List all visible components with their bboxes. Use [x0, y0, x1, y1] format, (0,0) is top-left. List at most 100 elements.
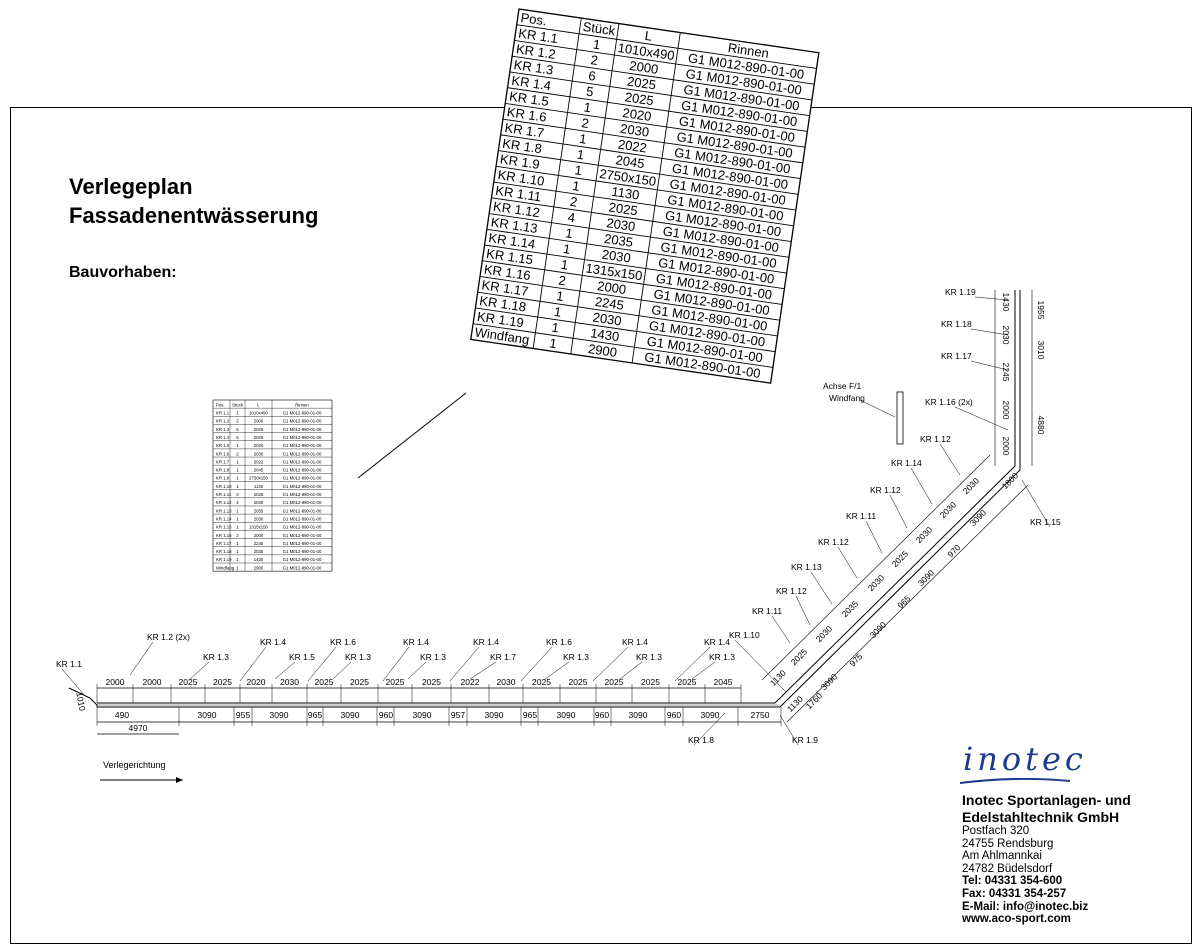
small-table-cell: G1 M012-890-01-00: [283, 533, 322, 538]
small-table-cell: G1 M012-890-01-00: [283, 476, 322, 481]
small-table-cell: 1: [236, 411, 239, 416]
small-table-cell: 2: [236, 492, 239, 497]
large-table-row-line: [473, 323, 773, 368]
large-table-cell: KR 1.16: [483, 262, 532, 284]
small-table-cell: 2045: [254, 468, 264, 473]
diagonal-label: KR 1.11: [846, 511, 876, 521]
label-leader: [974, 296, 1009, 301]
label-leader: [619, 661, 643, 680]
diagonal-bottom-dimension: 3090: [868, 619, 889, 640]
small-table-cell: KR 1.2: [216, 419, 230, 424]
large-table-cell: 2025: [608, 199, 639, 218]
title-line-2: Fassadenentwässerung: [69, 203, 319, 228]
small-table-cell: G1 M012-890-01-00: [283, 451, 322, 456]
top-dimension: 2030: [497, 677, 516, 687]
segment-label: KR 1.4: [260, 637, 286, 647]
label-leader: [1021, 479, 1051, 528]
small-table-cell: G1 M012-890-01-00: [283, 492, 322, 497]
label-leader: [332, 661, 352, 680]
small-table-border: [212, 399, 333, 572]
address-line-2: 24755 Rendsburg: [962, 837, 1054, 850]
small-table-cell: KR 1.14: [216, 516, 232, 521]
segment-label: KR 1.3: [636, 652, 662, 662]
small-table-cell: 5: [236, 435, 239, 440]
diagonal-bottom-dimension: 970: [945, 542, 962, 559]
segment-label: KR 1.3: [345, 652, 371, 662]
small-table-cell: KR 1.8: [216, 468, 230, 473]
small-table-cell: 6: [236, 427, 239, 432]
diagonal-bottom-dimension: 1130: [785, 694, 805, 714]
small-table-cell: KR 1.6: [216, 451, 230, 456]
label-leader: [61, 668, 86, 697]
large-table-cell: 1430: [589, 325, 620, 344]
label-leader: [865, 520, 883, 554]
small-table-cell: KR 1.17: [216, 541, 232, 546]
segment-label: KR 1.4: [473, 637, 499, 647]
segment-label: KR 1.7: [490, 652, 516, 662]
small-table-cell: KR 1.3: [216, 427, 230, 432]
diagonal-bottom-dimension: 965: [895, 593, 912, 610]
bottom-dimension: 960: [595, 710, 609, 720]
diagonal-bottom-dimension: 1760: [804, 690, 825, 711]
large-table-row-line: [479, 276, 780, 321]
title-line-1: Verlegeplan: [69, 174, 193, 199]
large-table-cell: 1: [565, 225, 574, 241]
company-name-line-2: Edelstahltechnik GmbH: [962, 809, 1120, 825]
large-table-cell: 2035: [603, 231, 634, 250]
label-leader: [520, 646, 553, 682]
small-table-cell: G1 M012-890-01-00: [283, 500, 322, 505]
diagonal-label: KR 1.15: [1030, 517, 1061, 527]
small-table-cell: G1 M012-890-01-00: [283, 443, 322, 448]
top-dimension: 2025: [678, 677, 697, 687]
large-table-col-line: [570, 23, 620, 355]
segment-label: KR 1.8: [688, 735, 714, 745]
vertical-label: KR 1.18: [941, 319, 972, 329]
top-dimension: 2025: [386, 677, 405, 687]
segment-label: KR 1.1: [56, 659, 82, 669]
large-table-row-line: [484, 244, 785, 290]
address-line-5: Tel: 04331 354-600: [962, 875, 1063, 888]
label-leader: [734, 639, 787, 693]
label-leader: [837, 546, 858, 579]
diagonal-dimension: 2030: [866, 572, 887, 593]
small-table-cell: 1: [236, 459, 239, 464]
bottom-dimension: 960: [379, 710, 393, 720]
top-dimension: 2025: [569, 677, 588, 687]
diagonal-label: KR 1.12: [920, 434, 951, 444]
large-table-cell: KR 1.14: [488, 230, 537, 252]
large-table-cell: KR 1.17: [481, 277, 530, 299]
large-table-cell: 2000: [596, 278, 627, 297]
diagonal-dimension: 2030: [961, 475, 982, 496]
top-dimension: 2030: [280, 677, 299, 687]
segment-label: KR 1.4: [622, 637, 648, 647]
label-leader: [889, 494, 908, 529]
large-table-cell: 5: [585, 84, 594, 100]
top-dimension: 2025: [179, 677, 198, 687]
label-leader: [544, 661, 570, 680]
small-table-cell: G1 M012-890-01-00: [283, 565, 322, 570]
large-table-cell: 1: [578, 131, 587, 147]
small-table-cell: 2030: [254, 516, 264, 521]
small-table-cell: G1 M012-890-01-00: [283, 541, 322, 546]
top-dimension: 2025: [213, 677, 232, 687]
small-table-cell: G1 M012-890-01-00: [283, 411, 322, 416]
small-table-cell: 1: [236, 468, 239, 473]
large-table-row-line: [514, 40, 815, 85]
segment-label: KR 1.3: [709, 652, 735, 662]
large-table-cell: 6: [587, 68, 596, 84]
bottom-dimension: 490: [115, 710, 129, 720]
small-table-cell: 1: [236, 525, 239, 530]
small-table-cell: 2: [236, 533, 239, 538]
small-table-cell: KR 1.18: [216, 549, 232, 554]
laying-direction: [100, 777, 183, 783]
small-table-cell: 1: [236, 549, 239, 554]
bottom-dimension: 2750: [751, 710, 770, 720]
large-table-cell: 2025: [626, 74, 657, 93]
small-table-cell: KR 1.13: [216, 508, 232, 513]
large-table-cell: 1: [583, 99, 592, 115]
label-leader: [449, 646, 480, 682]
large-table-cell: 1: [560, 257, 569, 273]
diagonal-label: KR 1.13: [791, 562, 822, 572]
